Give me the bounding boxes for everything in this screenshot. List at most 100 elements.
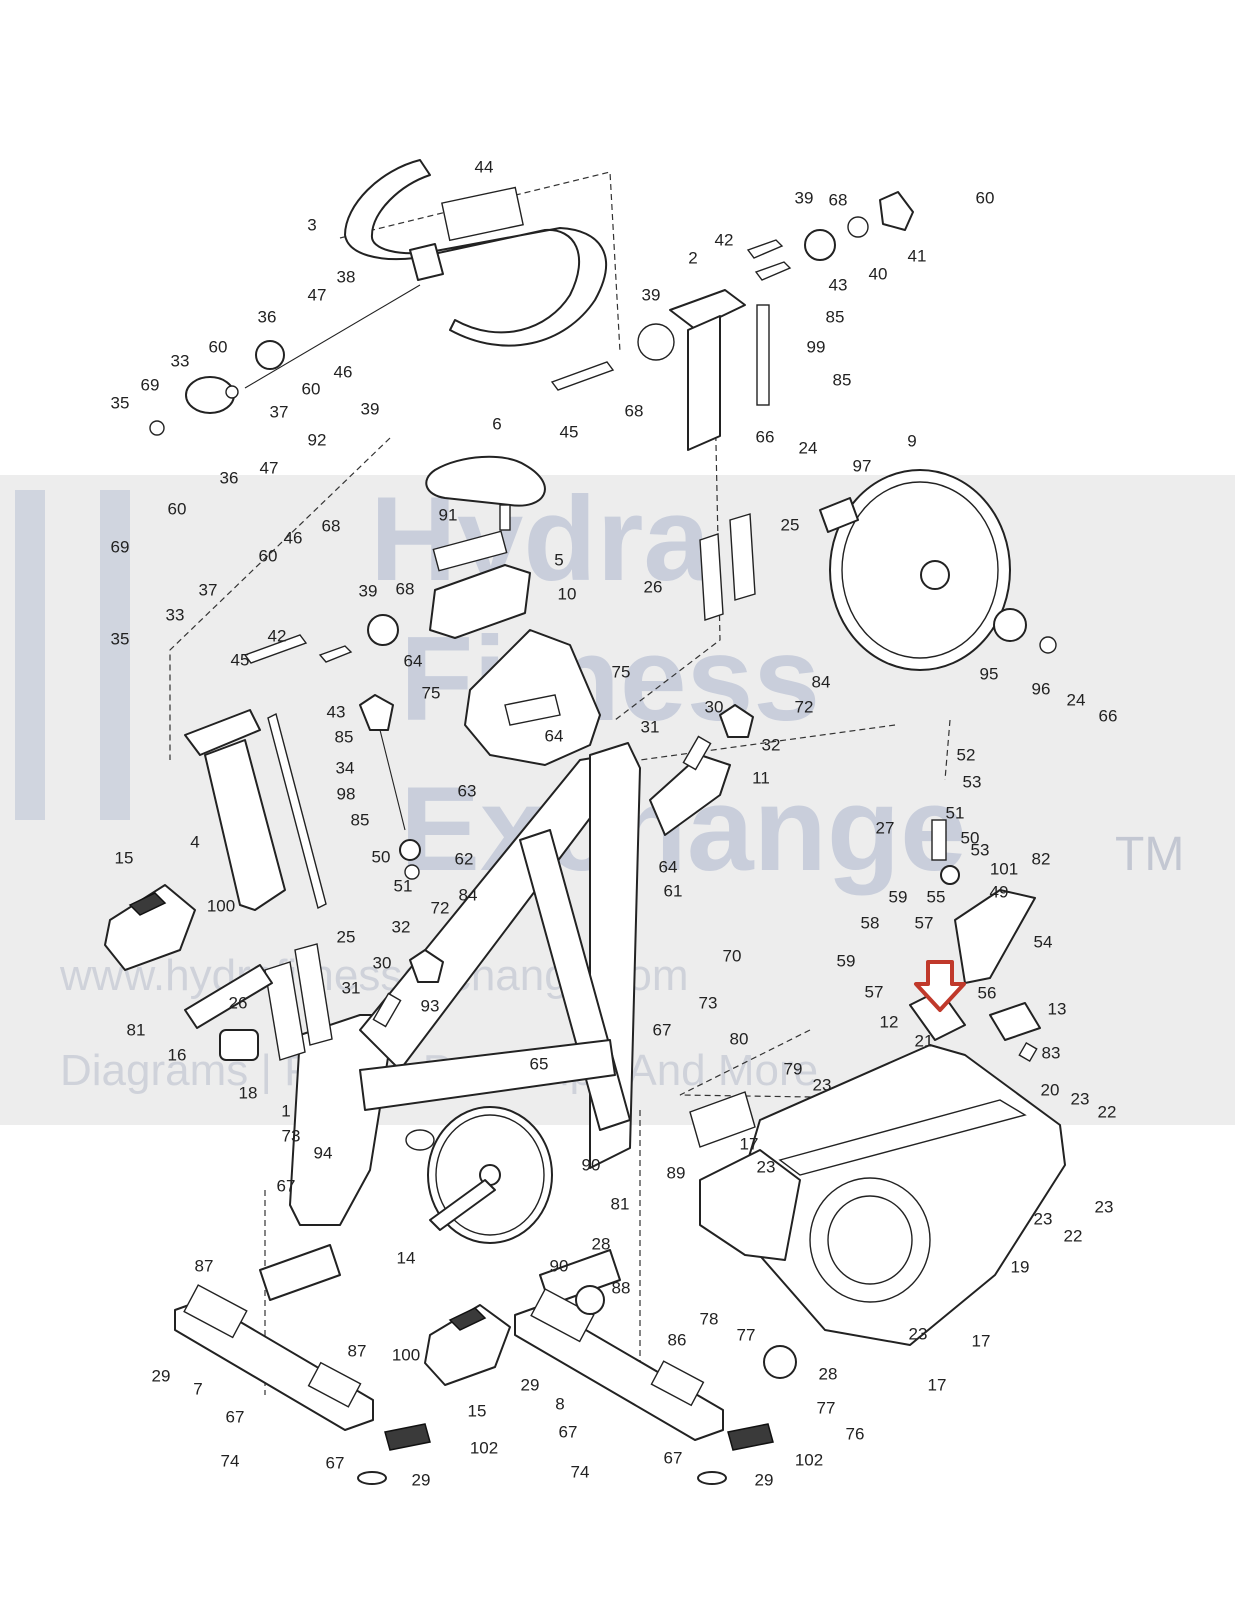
callout-5: 5 (554, 550, 563, 569)
callout-88: 88 (612, 1278, 631, 1297)
seat-slider-5 (429, 564, 531, 639)
callout-42: 42 (715, 230, 734, 249)
callout-22: 22 (1064, 1226, 1083, 1245)
callout-39: 39 (795, 188, 814, 207)
callout-23: 23 (813, 1075, 832, 1094)
callout-52: 52 (957, 745, 976, 764)
ring-39-lower (367, 614, 399, 646)
callout-74: 74 (221, 1451, 240, 1470)
callout-26: 26 (229, 993, 248, 1012)
callout-60: 60 (209, 337, 228, 356)
callout-102: 102 (470, 1438, 498, 1457)
callout-72: 72 (431, 898, 450, 917)
callout-76: 76 (846, 1424, 865, 1443)
callout-75: 75 (612, 662, 631, 681)
callout-23: 23 (1095, 1197, 1114, 1216)
rod-34 (379, 729, 406, 831)
callout-73: 73 (282, 1126, 301, 1145)
callout-67: 67 (559, 1422, 578, 1441)
callout-26: 26 (644, 577, 663, 596)
callout-65: 65 (530, 1054, 549, 1073)
callout-98: 98 (337, 784, 356, 803)
callout-67: 67 (226, 1407, 245, 1426)
callout-102: 102 (795, 1450, 823, 1469)
guide-resistance (944, 719, 951, 781)
seat-post-upper (550, 239, 792, 451)
callout-46: 46 (284, 528, 303, 547)
callout-53: 53 (971, 840, 990, 859)
callout-16: 16 (168, 1045, 187, 1064)
pad-88 (530, 1288, 595, 1343)
leveler-29-front (357, 1471, 387, 1485)
top-right-knob (804, 191, 914, 261)
callout-1: 1 (281, 1101, 290, 1120)
watermark-trademark: TM (1115, 828, 1184, 881)
callout-80: 80 (730, 1029, 749, 1048)
callout-54: 54 (1034, 932, 1053, 951)
callout-60: 60 (302, 379, 321, 398)
callout-44: 44 (475, 157, 494, 176)
callout-62: 62 (455, 849, 474, 868)
callout-73: 73 (699, 993, 718, 1012)
pad-87-b (307, 1361, 362, 1408)
callout-66: 66 (756, 427, 775, 446)
callout-18: 18 (239, 1083, 258, 1102)
callout-66: 66 (1099, 706, 1118, 725)
callout-45: 45 (560, 422, 579, 441)
callout-32: 32 (392, 917, 411, 936)
callout-25: 25 (337, 927, 356, 946)
callout-29: 29 (521, 1375, 540, 1394)
stabilizers (174, 1284, 797, 1485)
callout-67: 67 (653, 1020, 672, 1039)
bottom-bracket-18 (219, 1029, 259, 1061)
callout-30: 30 (705, 697, 724, 716)
bottom-bracket-hole (405, 1129, 435, 1151)
callout-13: 13 (1048, 999, 1067, 1018)
callout-95: 95 (980, 664, 999, 683)
callout-68: 68 (396, 579, 415, 598)
scale-strip-99 (756, 304, 770, 406)
wheel-28-lower (763, 1345, 797, 1379)
handlebar-frame (344, 159, 607, 347)
callout-74: 74 (571, 1462, 590, 1481)
callout-92: 92 (308, 430, 327, 449)
callout-55: 55 (927, 887, 946, 906)
scale-strip-98 (267, 712, 327, 910)
pedal-upper-clip (128, 892, 167, 916)
callout-100: 100 (392, 1345, 420, 1364)
callout-29: 29 (412, 1470, 431, 1489)
callout-35: 35 (111, 393, 130, 412)
console-10 (464, 629, 601, 766)
cover-half-21 (699, 1149, 801, 1261)
callout-60: 60 (976, 188, 995, 207)
callout-58: 58 (861, 913, 880, 932)
callout-22: 22 (1098, 1102, 1117, 1121)
callout-61: 61 (664, 881, 683, 900)
callout-91: 91 (439, 505, 458, 524)
callout-31: 31 (641, 717, 660, 736)
sleeve-25-upper (729, 513, 756, 601)
callout-64: 64 (545, 726, 564, 745)
callout-84: 84 (812, 672, 831, 691)
callout-87: 87 (195, 1256, 214, 1275)
knob-41 (879, 191, 914, 231)
washer-96 (1039, 636, 1057, 654)
callout-86: 86 (668, 1330, 687, 1349)
callout-32: 32 (762, 735, 781, 754)
pad-86 (650, 1360, 705, 1407)
upright-body-4 (204, 739, 286, 911)
belt-20 (778, 1099, 1027, 1176)
callout-77: 77 (817, 1398, 836, 1417)
pad-87-a (183, 1284, 248, 1339)
front-upright (184, 634, 353, 911)
callout-27: 27 (876, 818, 895, 837)
pedal-lower-clip (448, 1307, 487, 1331)
callout-101: 101 (990, 859, 1018, 878)
seat-stem (499, 504, 511, 531)
bracket-42-lower (318, 645, 353, 663)
callout-97: 97 (853, 456, 872, 475)
callout-36: 36 (220, 468, 239, 487)
clamp-ring-39 (637, 323, 675, 361)
callout-37: 37 (270, 402, 289, 421)
main-frame (259, 742, 641, 1306)
